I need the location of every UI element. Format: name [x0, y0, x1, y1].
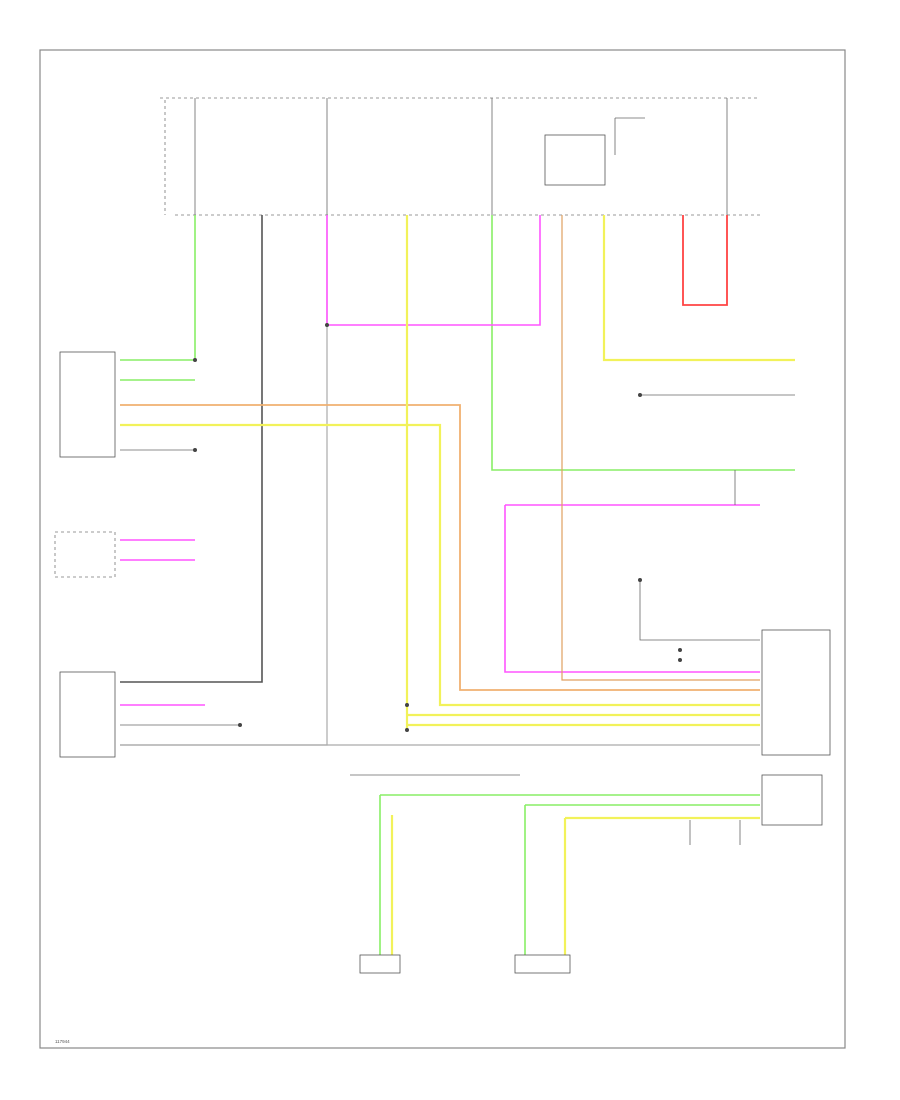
diagram-frame [39, 49, 846, 1049]
wires [120, 215, 795, 965]
module-left-middle [54, 531, 116, 578]
footer-code: 117944 [55, 1039, 70, 1044]
module-right-lower [761, 774, 823, 826]
module-left-upper [59, 351, 116, 458]
bottom-sensors [359, 954, 571, 974]
module-right-connector [761, 629, 831, 756]
splice-points [193, 323, 682, 732]
power-distribution [160, 97, 760, 216]
module-left-lower [59, 671, 116, 758]
relay-box [544, 134, 606, 186]
